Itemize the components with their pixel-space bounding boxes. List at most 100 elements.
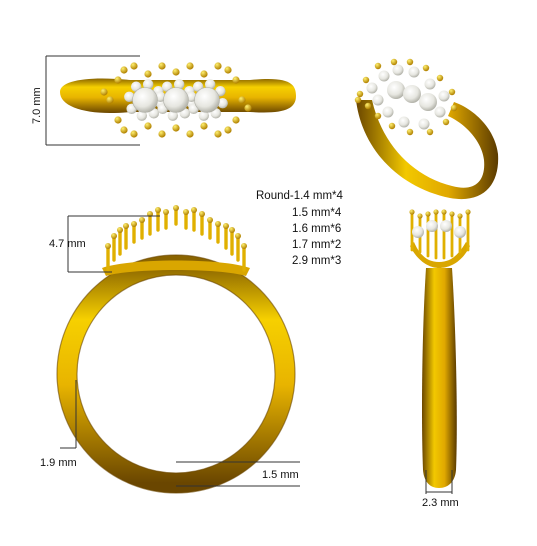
perspective-prongs [354, 58, 458, 136]
center-stone [132, 87, 158, 113]
prong [172, 124, 180, 132]
prong [224, 126, 232, 134]
prong-tip [223, 223, 229, 229]
prong [100, 88, 108, 96]
prong [186, 62, 194, 70]
prong-tip [191, 207, 197, 213]
prong-tip [111, 233, 117, 239]
prong-tip [417, 213, 423, 219]
prong-tip [457, 213, 463, 219]
dim-shank-width: 2.3 mm [422, 497, 459, 509]
stone-spec-line: 1.7 mm*2 [292, 239, 341, 251]
prong [450, 104, 458, 112]
prong-tip [425, 211, 431, 217]
stone [419, 93, 437, 111]
halo-stone [173, 79, 185, 90]
front-shank-ring [57, 255, 295, 493]
halo-stone [204, 79, 216, 90]
prong [144, 122, 152, 130]
prong-tip [241, 243, 247, 249]
halo-stone [142, 79, 154, 90]
dim-shank-bottom: 1.5 mm [262, 469, 299, 481]
prong [422, 64, 430, 72]
prong-tip [409, 209, 415, 215]
stone [403, 85, 421, 103]
stone [438, 90, 450, 102]
top-view-prongs [100, 62, 252, 138]
prong [200, 70, 208, 78]
prong [120, 126, 128, 134]
prong-tip [105, 243, 111, 249]
prong [436, 74, 444, 82]
stone [418, 118, 430, 130]
prong [172, 68, 180, 76]
stone [366, 82, 378, 94]
prong-tip [163, 209, 169, 215]
prong-tip [155, 207, 161, 213]
perspective-view [354, 58, 499, 200]
prong [214, 130, 222, 138]
prong [238, 96, 246, 104]
prong [426, 128, 434, 136]
prong [374, 112, 382, 120]
front-setting-base [102, 260, 250, 276]
halo-stone [124, 91, 135, 103]
prong-tip [207, 217, 213, 223]
halo-stone [136, 110, 148, 121]
prong [120, 66, 128, 74]
prong [374, 62, 382, 70]
prong [130, 62, 138, 70]
stone [424, 78, 436, 90]
prong [390, 58, 398, 66]
side-view-stones [412, 220, 466, 238]
prong-tip [173, 205, 179, 211]
side-view: 2.3 mm [409, 209, 471, 509]
stone [454, 226, 466, 238]
prong-tip [441, 209, 447, 215]
perspective-stones [366, 64, 450, 130]
prong [362, 76, 370, 84]
side-setting [410, 242, 470, 268]
prong-tip [131, 221, 137, 227]
stone [408, 66, 420, 78]
side-view-prongs [409, 209, 471, 260]
prong [364, 102, 372, 110]
prong [114, 76, 122, 84]
prong [114, 116, 122, 124]
prong-tip [199, 211, 205, 217]
stone [412, 226, 424, 238]
side-shank [422, 268, 457, 488]
stone [372, 94, 384, 106]
prong [158, 130, 166, 138]
halo-stone [198, 110, 210, 121]
stone-spec: Round-1.4 mm*4 1.5 mm*4 1.6 mm*6 1.7 mm*… [256, 190, 344, 267]
dim-top-height: 7.0 mm [31, 87, 43, 124]
prong [388, 122, 396, 130]
halo-stone [167, 110, 179, 121]
center-stone [194, 87, 220, 113]
top-view: 7.0 mm [31, 55, 296, 146]
top-view-stones [124, 79, 228, 121]
prong-tip [183, 209, 189, 215]
prong [354, 96, 362, 104]
prong-tip [235, 233, 241, 239]
prong-tip [449, 211, 455, 217]
stone [392, 64, 404, 76]
halo-stone [217, 97, 228, 109]
prong-tip [433, 209, 439, 215]
prong [232, 116, 240, 124]
prong [442, 118, 450, 126]
prong [214, 62, 222, 70]
prong [106, 96, 114, 104]
stone [440, 220, 452, 232]
stone-spec-line: 1.5 mm*4 [292, 207, 342, 219]
front-view: 4.7 mm 1.9 mm 1.5 mm [40, 205, 300, 494]
prong-tip [117, 227, 123, 233]
stone [398, 116, 410, 128]
prong [356, 90, 364, 98]
stone-spec-line: 1.6 mm*6 [292, 223, 341, 235]
prong-tip [465, 209, 471, 215]
prong-tip [139, 217, 145, 223]
stone-spec-line: Round-1.4 mm*4 [256, 190, 344, 202]
